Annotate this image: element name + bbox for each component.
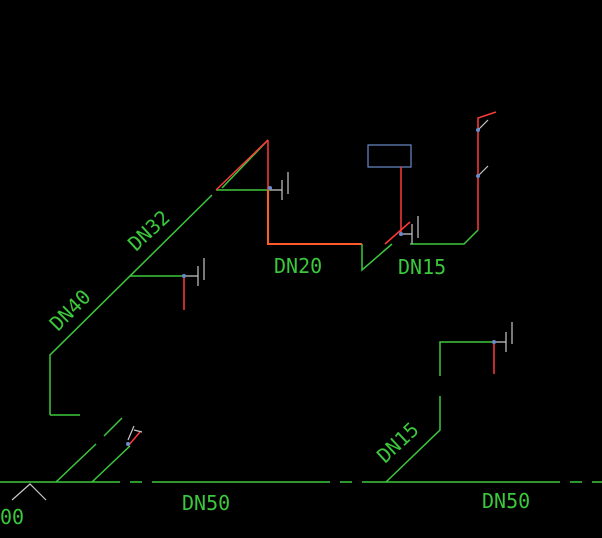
label-dn15-top: DN15 xyxy=(398,255,446,279)
label-dn50-left: DN50 xyxy=(182,491,230,515)
label-dn50-right: DN50 xyxy=(482,489,530,513)
label-dn32: DN32 xyxy=(123,205,175,255)
pipe-dn20 xyxy=(267,190,362,245)
pipe-dn15-upper xyxy=(361,229,479,272)
label-dn40: DN40 xyxy=(45,285,96,336)
label-edge-number: 00 xyxy=(0,505,24,529)
fixture-box xyxy=(367,144,412,168)
label-dn15-diag: DN15 xyxy=(372,417,424,467)
valve-icon-5 xyxy=(492,322,513,352)
pipe-dn15-lower xyxy=(385,341,494,483)
valve-icon-2 xyxy=(268,172,289,200)
branch-drops-red xyxy=(127,139,269,447)
riser-dn40-dn32 xyxy=(49,139,270,483)
valve-icon-4 xyxy=(476,119,489,178)
label-dn20: DN20 xyxy=(274,254,322,278)
fixture-supply-red xyxy=(384,111,497,245)
support-triangle-icon xyxy=(11,483,47,501)
valve-icon-6 xyxy=(126,425,143,446)
valve-icon xyxy=(126,119,513,446)
valve-icon-3 xyxy=(399,216,419,244)
valve-icon-1 xyxy=(182,258,205,286)
